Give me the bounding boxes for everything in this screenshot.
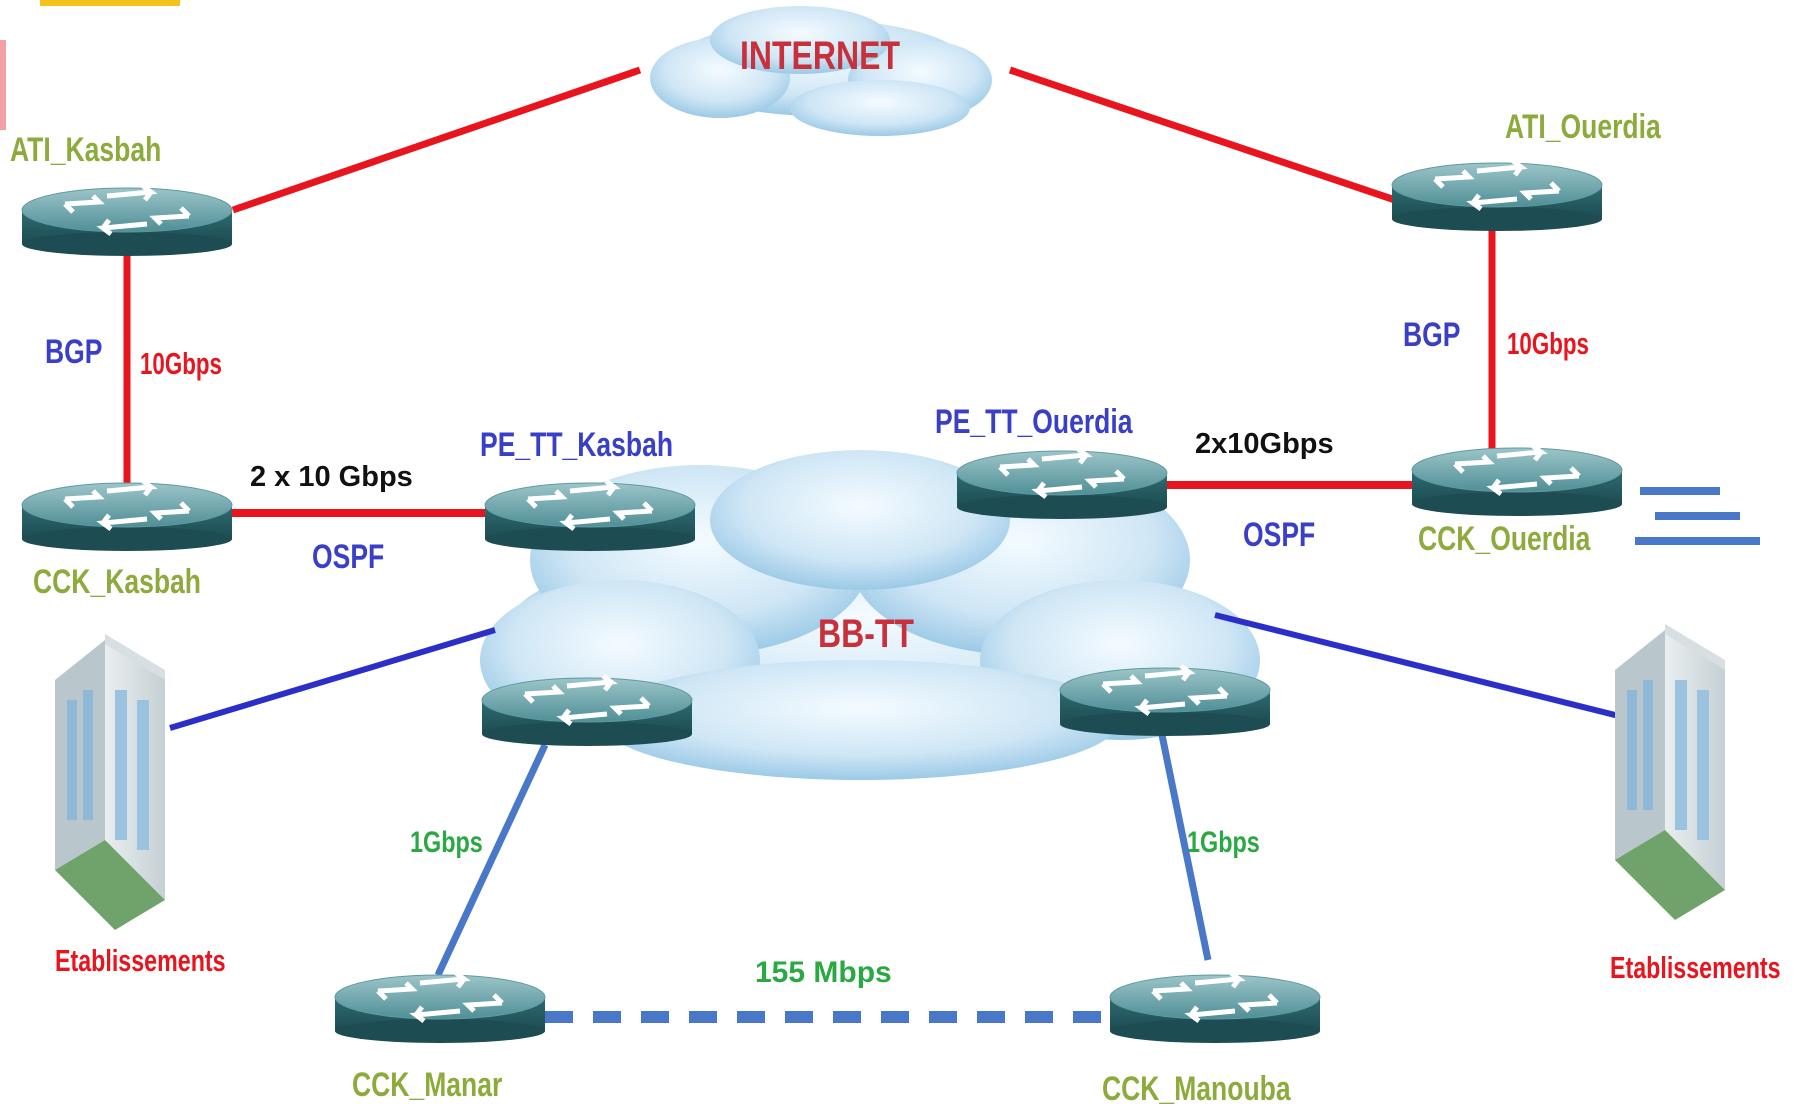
backbone-label: BB-TT [818,612,914,656]
router-cck-kasbah [22,481,232,551]
bgp-left-speed-label: 10Gbps [140,346,222,381]
link-backbone-manouba [1158,734,1212,961]
router-ati-kasbah [22,186,232,256]
corner-accent-edge [0,40,6,130]
building-left-icon [55,634,165,930]
link-left-sites [169,627,496,731]
bgp-left-label: BGP [45,333,103,371]
manar-speed-label: 1Gbps [410,826,483,859]
link-ati-kasbah-internet [231,66,642,214]
links [123,66,1676,1023]
router-cck-ouerdia [1412,446,1622,516]
ospf-left-speed-label: 2 x 10 Gbps [250,461,413,493]
router-backbone-left [482,676,692,746]
pe-tt-ouerdia-label: PE_TT_Ouerdia [935,403,1133,441]
bgp-right-label: BGP [1403,316,1461,354]
cck-manouba-label: CCK_Manouba [1102,1070,1291,1108]
link-right-sites [1214,612,1676,733]
cck-ouerdia-label: CCK_Ouerdia [1418,520,1591,558]
manar-manouba-speed-label: 155 Mbps [755,956,892,989]
building-right-icon [1615,624,1725,920]
router-cck-manouba [1110,973,1320,1043]
router-cck-manar [335,973,545,1043]
ospf-left-label: OSPF [312,538,385,576]
sites-left-label: Etablissements [55,943,226,978]
ati-ouerdia-label: ATI_Ouerdia [1505,108,1661,146]
link-internet-ati-ouerdia [1008,66,1397,204]
ospf-right-label: OSPF [1243,516,1316,554]
manouba-speed-label: 1Gbps [1187,826,1260,859]
router-pe-tt-ouerdia [957,449,1167,519]
bgp-right-speed-label: 10Gbps [1507,326,1589,361]
router-ati-ouerdia [1392,161,1602,231]
cck-kasbah-label: CCK_Kasbah [33,563,202,601]
cck-manar-label: CCK_Manar [352,1066,503,1104]
corner-accent-bar [40,0,180,6]
ospf-right-speed-label: 2x10Gbps [1195,428,1334,460]
internet-label: INTERNET [740,34,900,78]
ati-kasbah-label: ATI_Kasbah [10,131,162,169]
internet-cloud [650,6,992,136]
stack-lines-icon [1635,487,1760,545]
router-backbone-right [1060,666,1270,736]
sites-right-label: Etablissements [1610,950,1781,985]
pe-tt-kasbah-label: PE_TT_Kasbah [480,426,674,464]
link-backbone-manar [434,743,549,977]
router-pe-tt-kasbah [485,481,695,551]
